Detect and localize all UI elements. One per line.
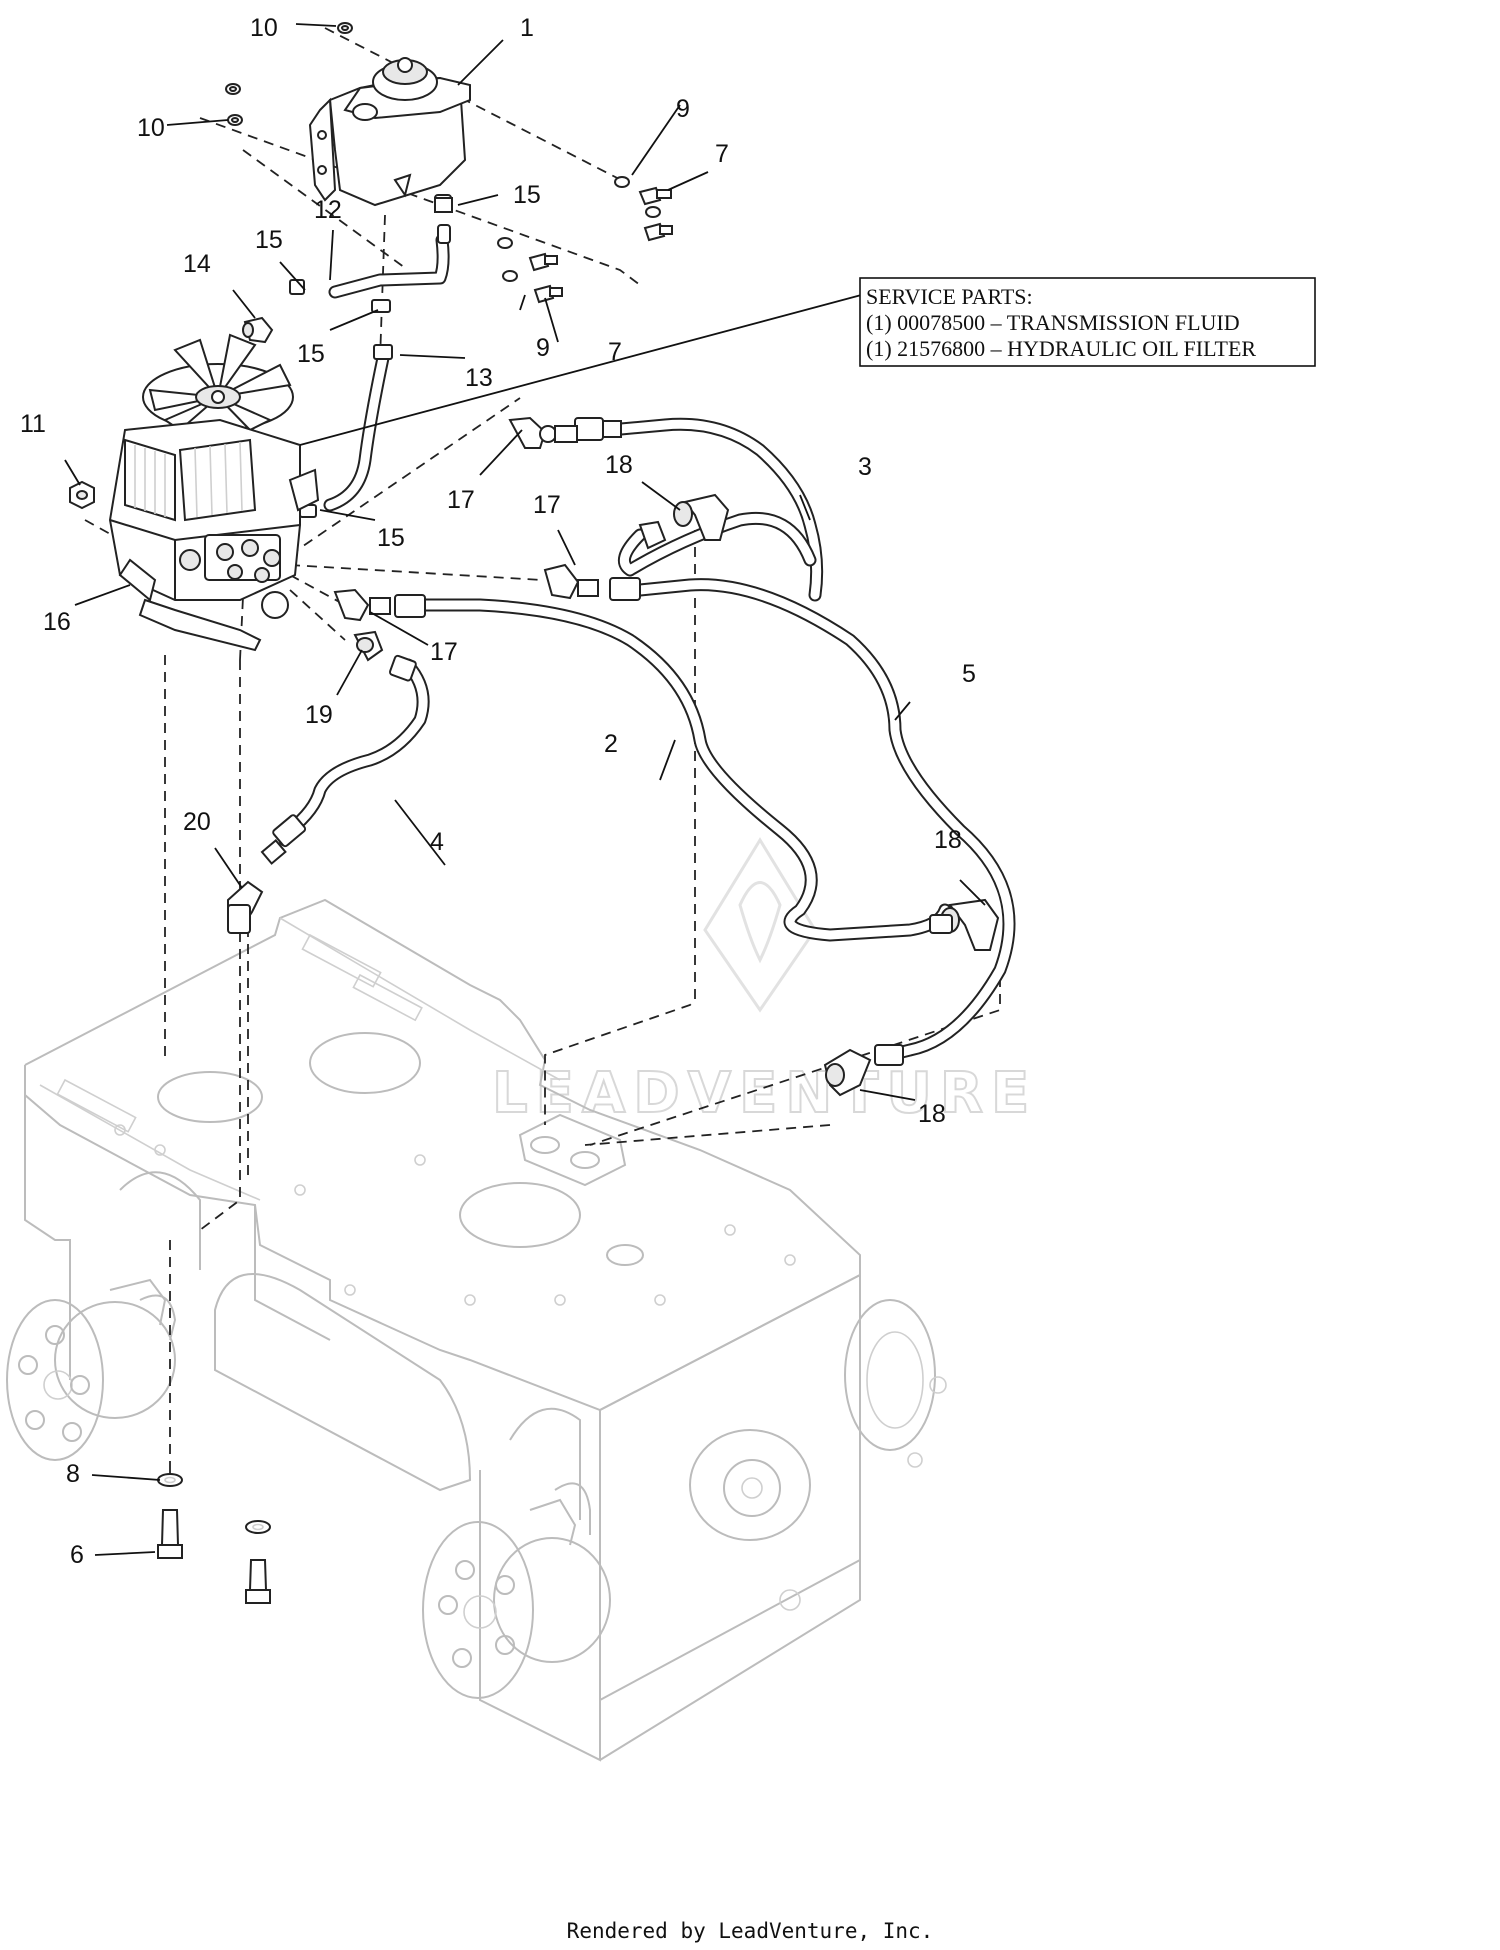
callout-17b: 17: [533, 491, 561, 519]
service-parts-heading: SERVICE PARTS:: [866, 284, 1033, 309]
callout-14: 14: [183, 250, 211, 278]
watermark-text: LEADVENTURE: [492, 1061, 1037, 1126]
service-parts-box: SERVICE PARTS: (1) 00078500 – TRANSMISSI…: [859, 277, 1316, 367]
service-parts-line-1: (1) 00078500 – TRANSMISSION FLUID: [866, 310, 1240, 335]
callout-6: 6: [70, 1541, 84, 1569]
callout-10b: 10: [137, 114, 165, 142]
alignment-lines: [84, 27, 1001, 1485]
callout-15a: 15: [513, 181, 541, 209]
fittings: [69, 194, 1000, 1097]
service-parts-frame: [859, 277, 1316, 367]
callout-12: 12: [314, 196, 342, 224]
callout-18b: 18: [934, 826, 962, 854]
callout-4: 4: [430, 828, 444, 856]
callout-18a: 18: [605, 451, 633, 479]
callout-7b: 7: [608, 338, 622, 366]
callout-5: 5: [962, 660, 976, 688]
callout-11: 11: [20, 410, 46, 438]
service-parts-line-2: (1) 21576800 – HYDRAULIC OIL FILTER: [866, 336, 1256, 361]
callout-3: 3: [858, 453, 872, 481]
leader-lines: [64, 23, 986, 1556]
callout-10a: 10: [250, 14, 278, 42]
hardware: [157, 22, 673, 1604]
callout-7a: 7: [715, 140, 729, 168]
callout-16: 16: [43, 608, 71, 636]
callout-15c: 15: [297, 340, 325, 368]
leadventure-watermark: LEADVENTURE: [491, 837, 1037, 1127]
callout-2: 2: [604, 730, 618, 758]
callout-17c: 17: [430, 638, 458, 666]
callout-13: 13: [465, 364, 493, 392]
cooling-fins: [124, 438, 257, 522]
reservoir-tank: [308, 57, 471, 207]
callout-19: 19: [305, 701, 333, 729]
hoses: [278, 233, 1016, 1062]
callout-labels: 1 2 3 4 5 6 7 7 8 9 9 10 10 11 12 13 14 …: [20, 14, 976, 1569]
callout-15b: 15: [255, 226, 283, 254]
callout-9b: 9: [536, 334, 550, 362]
callout-1: 1: [520, 14, 534, 42]
callout-18c: 18: [918, 1100, 946, 1128]
callout-15d: 15: [377, 524, 405, 552]
callout-8: 8: [66, 1460, 80, 1488]
chassis-frame: [6, 898, 947, 1762]
callout-9a: 9: [676, 95, 690, 123]
callout-17a: 17: [447, 486, 475, 514]
footer-credit: Rendered by LeadVenture, Inc.: [567, 1919, 934, 1943]
callout-20: 20: [183, 808, 211, 836]
hydraulic-pump: [108, 333, 320, 652]
cooling-fan: [142, 333, 294, 432]
